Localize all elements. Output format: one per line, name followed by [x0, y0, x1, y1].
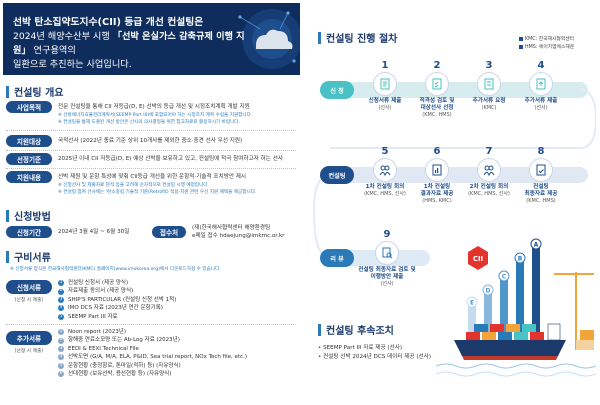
cloud-network-illustration	[238, 9, 300, 69]
required-docs-label: 신청서류	[6, 280, 52, 294]
legend-item: KMC: 한국해사협력센터	[519, 36, 574, 44]
banner-line-3: 일환으로 추진하는 사업입니다.	[13, 59, 132, 70]
stage-consulting: 컨설팅	[320, 166, 354, 184]
overview-row-note: ※ 컨설팅을 통해 도출된 개선 방안은 선사의 의사결정을 위한 참고자료로 …	[58, 120, 240, 125]
application-section-title: 신청방법	[6, 208, 51, 223]
grade-c-label: C	[502, 274, 507, 281]
documents-note: ※ 신청서류 양식은 한국해사협력센터(KMC) 홈페이지(www.imokor…	[10, 267, 221, 272]
cii-ship-illustration: A B C D E CII	[436, 238, 596, 377]
application-receipt-email[interactable]: e메일 접수 hdaejung@imkmc.or.kr	[192, 233, 285, 239]
overview-row-label-purpose: 사업목적	[6, 101, 52, 113]
step-3: 3 추가서류 요청 (KMC)	[472, 60, 506, 111]
overview-row-text-target: 국적선사 (2022년 종료 기준 상위 10개사를 제외한 중소·중견 선사 …	[58, 138, 243, 144]
list-item: SEEMP Part III 자료 제공 (선사)	[318, 344, 431, 353]
overview-section-title: 컨설팅 개요	[6, 84, 63, 99]
process-section-title: 컨설팅 진행 절차	[318, 30, 397, 45]
divider	[6, 324, 296, 325]
overview-row-note: ※ 컨설팅 참여 선사에는 ‘탄소중립 기술적 기준(Retrofit) 적용·…	[58, 190, 257, 195]
overview-row-text-purpose: 전문 컨설팅을 통해 CII 저등급(D, E) 선박의 등급 개선 및 시정조…	[58, 104, 250, 110]
meeting-icon	[379, 165, 391, 177]
document-submit-icon	[536, 78, 546, 90]
extra-docs-sub: (선정 시 제출)	[14, 349, 44, 354]
stage-apply: 신 청	[320, 81, 354, 99]
overview-row-label-target: 지원대상	[6, 135, 52, 147]
document-request-icon	[484, 78, 494, 90]
review-icon	[382, 247, 393, 259]
checklist-icon	[432, 78, 442, 90]
application-receipt-label: 접수처	[152, 226, 186, 238]
final-report-icon	[536, 164, 546, 176]
stage-review: 리 뷰	[320, 249, 354, 267]
divider	[6, 150, 296, 151]
step-6: 6 1차 컨설팅 결과자료 제공 (HMS, KMC)	[420, 146, 454, 204]
grade-a-label: A	[534, 242, 539, 249]
extra-docs-label: 추가서류	[6, 331, 52, 345]
grade-b-label: B	[518, 256, 523, 263]
step-5: 5 1차 컨설팅 회의 (KMC, HMS, 선사)	[364, 146, 406, 197]
banner-line-2: 2024년 해양수산부 시행 「선박 온실가스 감축규제 이행 지원」 연구용역…	[13, 31, 245, 56]
step-8: 8 컨설팅 최종자료 제공 (KMC, HMS)	[524, 146, 558, 204]
overview-row-note: ※ 선박에너지효율관리계획서(SEEMP Part III)에 포함되어야 하는…	[58, 113, 253, 118]
divider	[6, 168, 296, 169]
application-period-label: 신청기간	[6, 226, 52, 238]
divider	[6, 130, 296, 131]
documents-section-title: 구비서류	[6, 249, 51, 264]
overview-row-label-content: 지원내용	[6, 171, 52, 183]
header-banner: 선박 탄소집약도지수(CII) 등급 개선 컨설팅은 2024년 해양수산부 시…	[3, 3, 300, 75]
form-icon	[380, 78, 390, 90]
step-2: 2 적격성 검토 및 대상선사 선정 (KMC, HMS)	[419, 60, 455, 118]
banner-line-1: 선박 탄소집약도지수(CII) 등급 개선 컨설팅은	[13, 17, 204, 28]
banner-highlight: 「선박 온실가스 감축규제 이행 지원」	[13, 31, 245, 56]
overview-row-text-criteria: 2025년 이내 CII 저등급(D, E) 예상 선박을 보유하고 있고, 컨…	[58, 156, 283, 162]
grade-e-label: E	[470, 300, 474, 307]
report-icon	[432, 164, 442, 176]
legend-item: HMS: 에이치엠에스해운	[519, 44, 574, 52]
step-7: 7 2차 컨설팅 회의 (KMC, HMS, 선사)	[468, 146, 510, 197]
cii-badge-label: CII	[473, 255, 483, 263]
follow-list: SEEMP Part III 자료 제공 (선사) 컨설팅 선박 2024년 D…	[318, 344, 431, 362]
overview-row-note: ※ 신청선사 및 제출자료 분석 등을 고려해 순차적으로 컨설팅 시행 예정입…	[58, 183, 209, 188]
list-item: 컨설팅 선박 2024년 DCS 데이터 제공 (선사)	[318, 353, 431, 362]
banner-text: 선박 탄소집약도지수(CII) 등급 개선 컨설팅은 2024년 해양수산부 시…	[13, 16, 253, 72]
step-1: 1 신청서류 제출 (선사)	[368, 60, 402, 111]
step-9: 9 컨설팅 최종자료 검토 및 이행방안 제출 (선사)	[358, 229, 416, 287]
required-docs-sub: (신청 시 제출)	[14, 298, 44, 303]
overview-row-label-criteria: 선정기준	[6, 153, 52, 165]
step-4: 4 추가서류 제출 (선사)	[524, 60, 558, 111]
meeting-icon	[483, 165, 495, 177]
follow-section-title: 컨설팅 후속조치	[318, 322, 394, 337]
grade-d-label: D	[486, 288, 491, 295]
overview-row-text-content: 선박 제원 및 운항 특성에 맞춰 CII등급 개선을 위한 운항적·기술적 조…	[58, 174, 247, 180]
process-legend: KMC: 한국해사협력센터 HMS: 에이치엠에스해운	[519, 36, 574, 52]
application-receipt-org: (재)한국해사협력센터 해양환경팀	[192, 225, 271, 231]
application-period: 2024년 3월 4일 ~ 6월 30일	[58, 229, 130, 235]
